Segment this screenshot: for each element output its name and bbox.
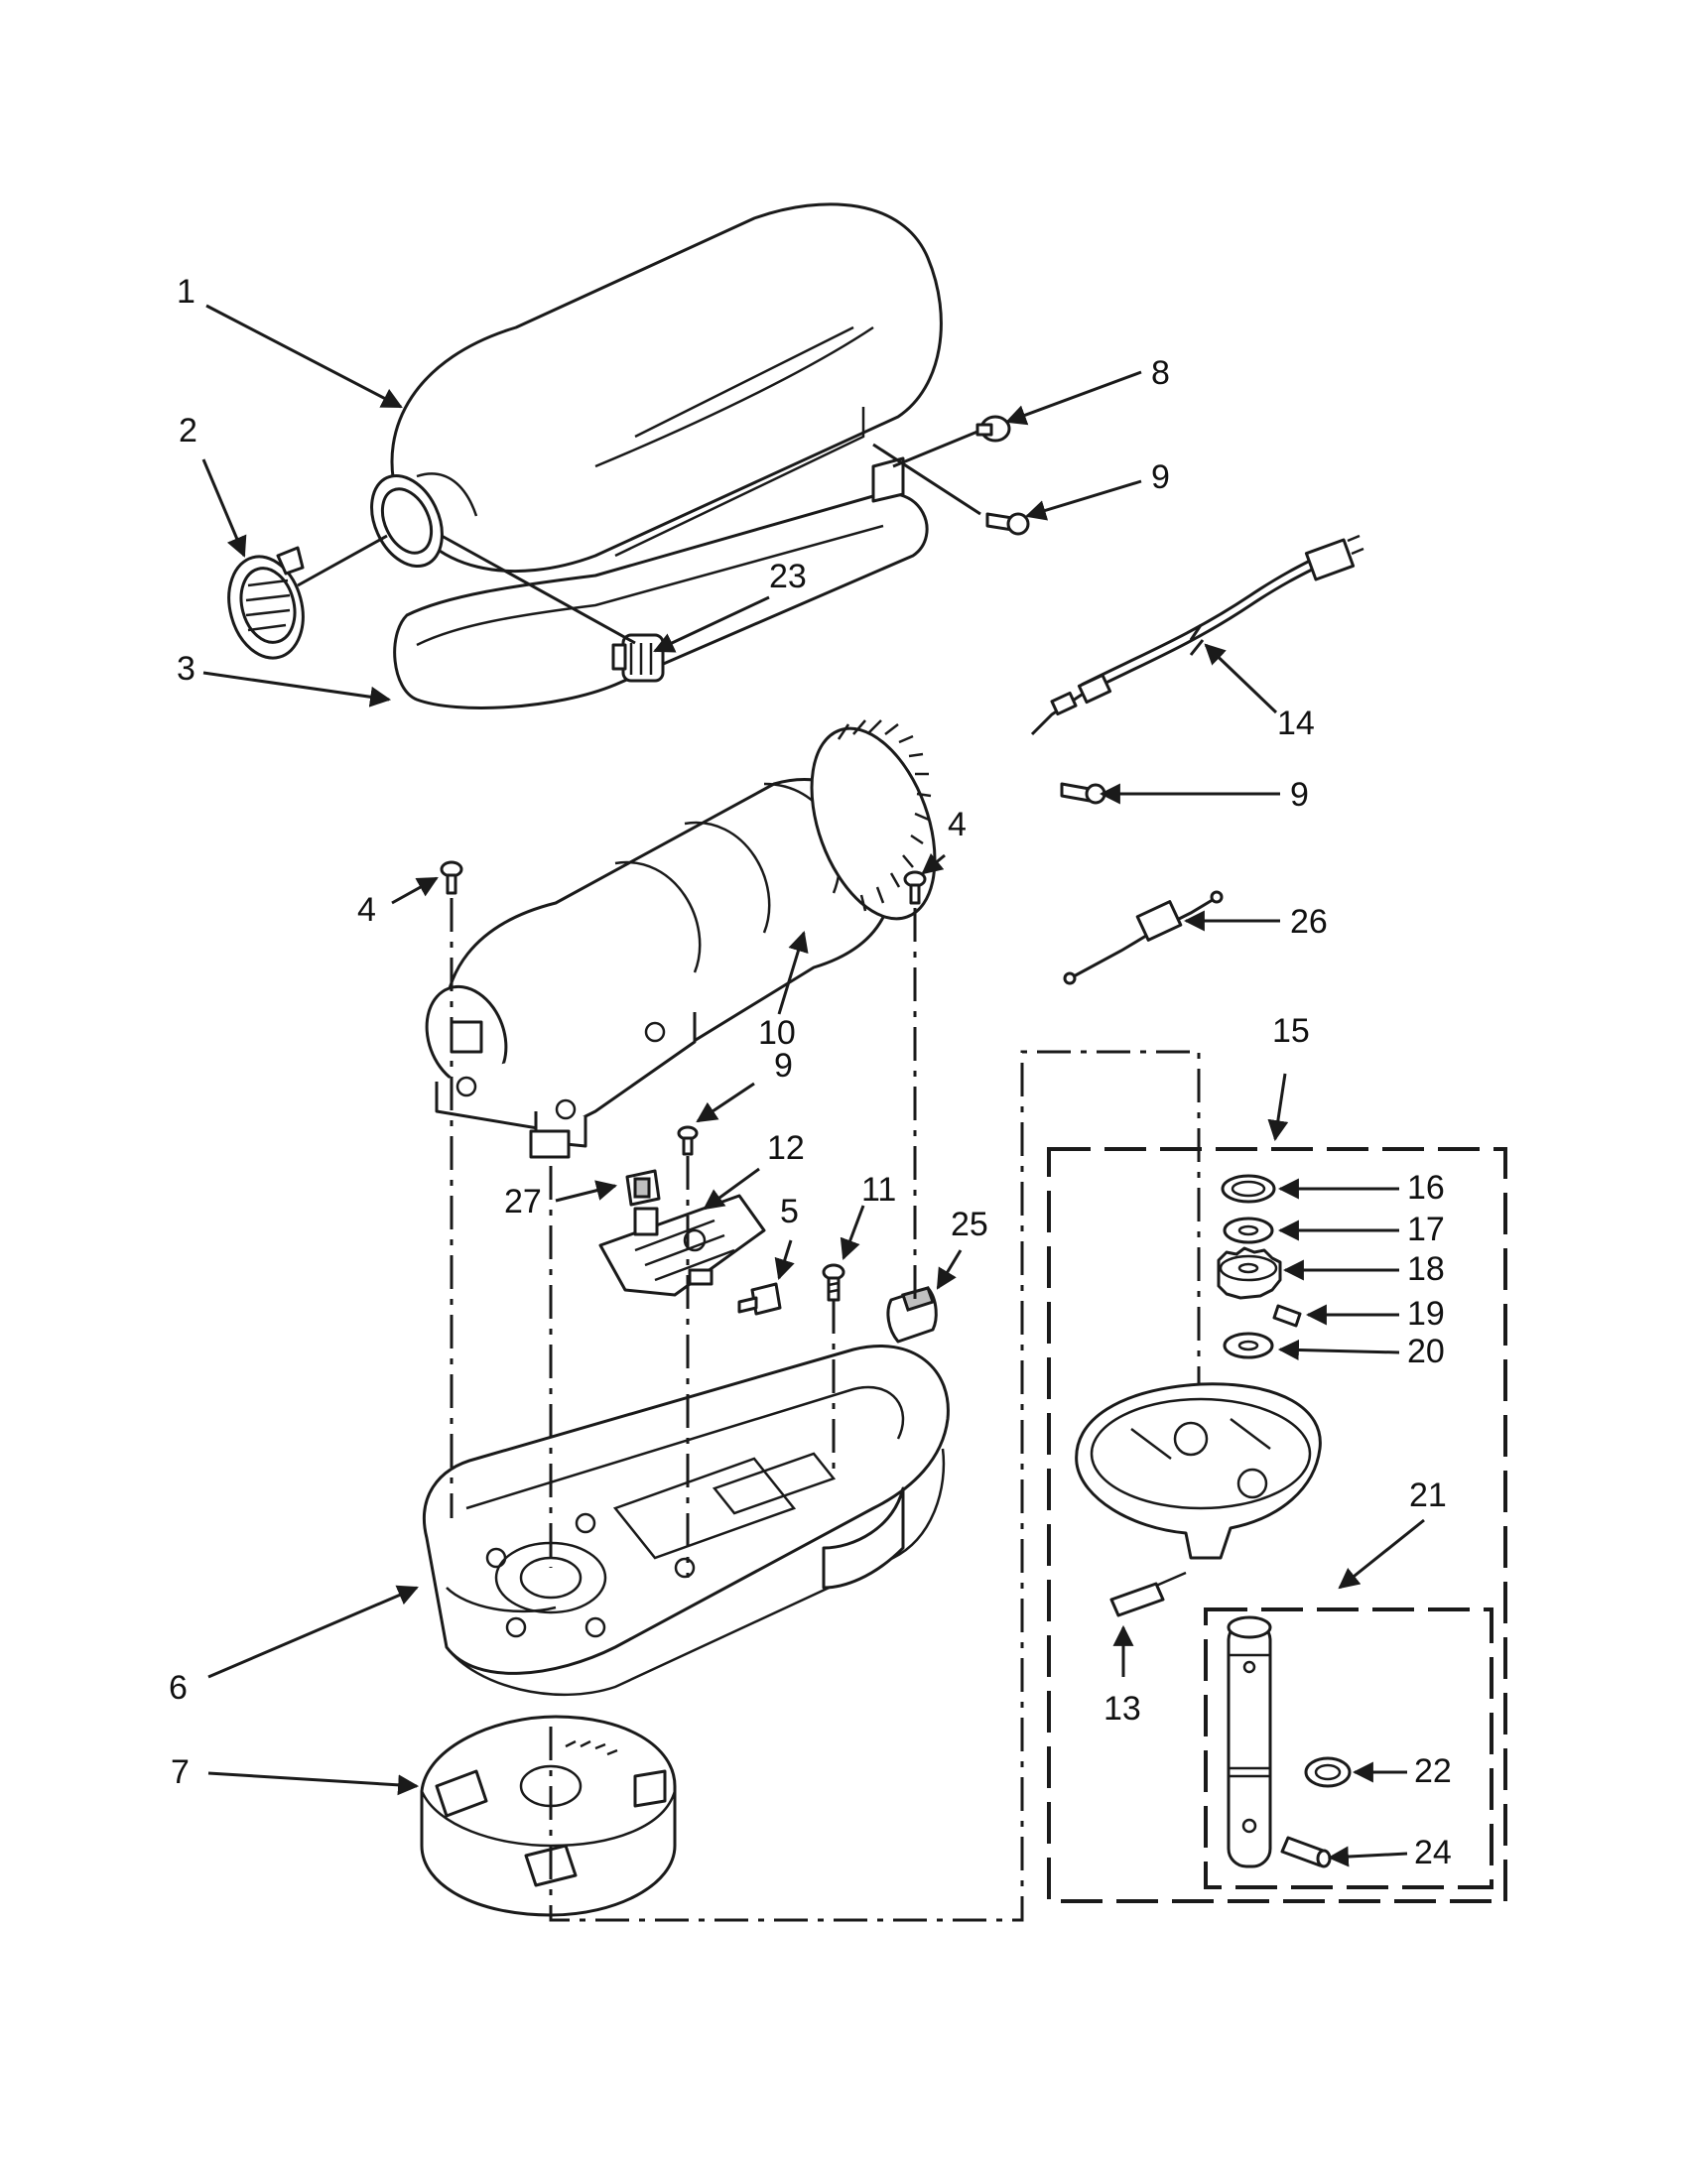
callout-9-top: 9 xyxy=(1151,458,1170,496)
motor-housing-part xyxy=(370,202,943,573)
gear-housing-part xyxy=(420,1715,677,1917)
assembly-box-15 xyxy=(1047,1147,1507,1903)
callout-18: 18 xyxy=(1407,1250,1445,1288)
power-cord-part xyxy=(1030,534,1364,736)
base-housing-part xyxy=(422,1345,950,1697)
callout-21: 21 xyxy=(1409,1477,1447,1514)
callout-15: 15 xyxy=(1272,1012,1310,1050)
callout-10: 10 xyxy=(758,1014,796,1052)
bracket-part xyxy=(871,456,905,503)
screw-part-9-mid xyxy=(677,1125,699,1156)
washer-part-17 xyxy=(1223,1217,1274,1244)
screw-part-8 xyxy=(975,415,1011,443)
callout-11: 11 xyxy=(861,1171,896,1209)
screw-part-4-right xyxy=(903,870,927,905)
callout-9-mid: 9 xyxy=(774,1047,793,1085)
screw-part-9-cord xyxy=(1060,782,1106,805)
callout-6: 6 xyxy=(169,1669,188,1707)
callout-16: 16 xyxy=(1407,1169,1445,1207)
callout-7: 7 xyxy=(171,1753,190,1791)
gear-part-18 xyxy=(1217,1246,1282,1300)
callout-8: 8 xyxy=(1151,354,1170,392)
callout-4-right: 4 xyxy=(948,806,967,843)
callout-20: 20 xyxy=(1407,1333,1445,1370)
callout-14: 14 xyxy=(1277,705,1315,742)
callout-2: 2 xyxy=(179,412,197,450)
pin-part-24 xyxy=(1280,1836,1332,1868)
callout-4-left: 4 xyxy=(357,891,376,929)
cap-part xyxy=(886,1286,938,1344)
assembly-leader-lines xyxy=(450,898,1201,1922)
callout-12: 12 xyxy=(767,1129,805,1167)
callout-24: 24 xyxy=(1414,1834,1452,1871)
callout-19: 19 xyxy=(1407,1295,1445,1333)
callout-labels: 1 2 3 4 4 5 6 7 8 9 9 9 10 11 12 13 14 1… xyxy=(169,273,1452,1871)
hub-cover-part xyxy=(227,546,305,660)
ring-part-22 xyxy=(1304,1756,1352,1788)
screw-part-9-top xyxy=(985,512,1030,536)
control-board-part xyxy=(598,1194,766,1297)
wire-harness-part xyxy=(1063,890,1224,985)
callout-arrows xyxy=(201,304,1425,1867)
callout-27: 27 xyxy=(504,1183,542,1220)
callout-13: 13 xyxy=(1103,1690,1141,1728)
pin-part-13 xyxy=(1109,1571,1187,1617)
callout-26: 26 xyxy=(1290,903,1328,941)
pin-part-19 xyxy=(1272,1304,1302,1328)
knob-part xyxy=(611,633,665,683)
callout-1: 1 xyxy=(177,273,195,311)
motor-part xyxy=(425,719,937,1159)
screw-part-4-left xyxy=(440,860,463,895)
switch-part xyxy=(737,1282,782,1316)
screw-part-11 xyxy=(822,1263,845,1302)
retaining-ring-part-16 xyxy=(1221,1174,1276,1204)
callout-9-cord: 9 xyxy=(1290,776,1309,814)
assembly-box-21 xyxy=(1204,1607,1493,1889)
washer-part-20 xyxy=(1223,1332,1274,1359)
brush-part xyxy=(625,1169,661,1207)
callout-3: 3 xyxy=(177,650,195,688)
callout-5: 5 xyxy=(780,1193,799,1230)
trim-band-part xyxy=(393,492,929,709)
callout-23: 23 xyxy=(769,558,807,595)
callout-22: 22 xyxy=(1414,1752,1452,1790)
gear-case-plate-part xyxy=(1075,1382,1322,1560)
shaft-part xyxy=(1227,1615,1272,1868)
callout-25: 25 xyxy=(951,1206,988,1243)
callout-17: 17 xyxy=(1407,1211,1445,1248)
